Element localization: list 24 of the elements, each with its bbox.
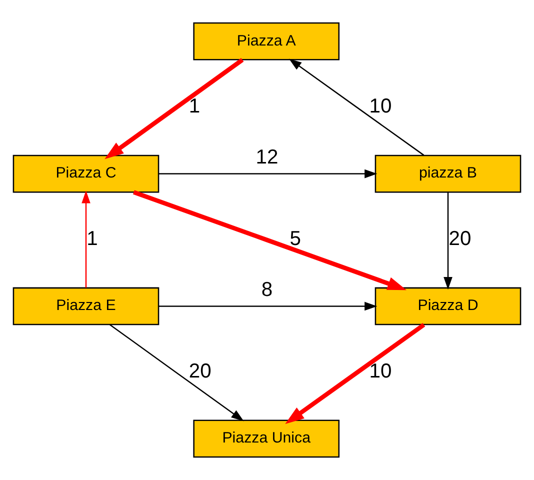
arrow — [158, 302, 378, 311]
arrow — [110, 324, 244, 422]
edge-label: 1 — [86, 228, 98, 250]
arrow — [444, 192, 452, 290]
node-box: Piazza C — [12, 154, 160, 193]
arrow — [132, 190, 406, 290]
edge-label: 20 — [188, 360, 212, 382]
arrow — [104, 58, 244, 160]
node-box: Piazza A — [193, 22, 340, 60]
edge-label: 1 — [188, 95, 200, 118]
edge-label: 12 — [256, 146, 278, 168]
arrow — [285, 322, 426, 424]
node-box: Piazza D — [374, 287, 522, 326]
arrow — [82, 190, 90, 288]
edge-label: 5 — [290, 228, 301, 250]
edge-label: 8 — [261, 278, 273, 301]
edge-label: 20 — [448, 228, 472, 250]
arrow — [288, 58, 424, 156]
node-box: Piazza E — [12, 287, 160, 326]
arrow — [158, 169, 378, 178]
node-box: piazza B — [374, 154, 522, 193]
edge-label: 10 — [369, 360, 392, 382]
edge-label: 10 — [369, 95, 392, 118]
node-box: Piazza Unica — [193, 420, 340, 458]
